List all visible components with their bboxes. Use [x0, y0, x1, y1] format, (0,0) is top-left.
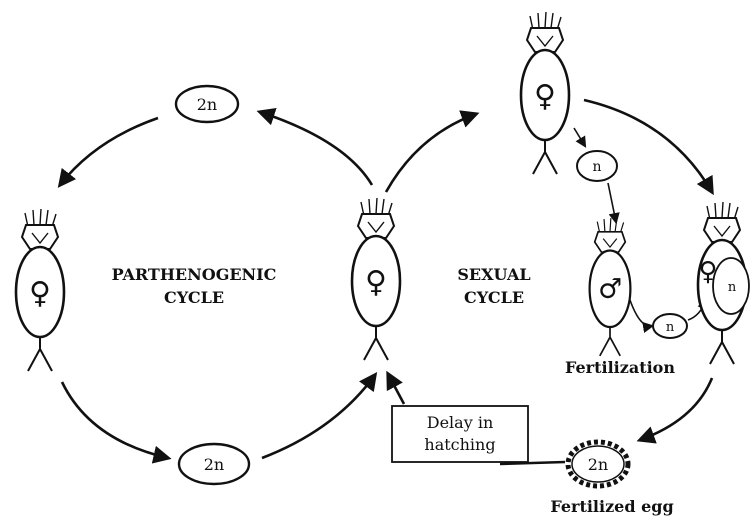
svg-text:2n: 2n	[204, 455, 224, 474]
sexual-cycle-line2: CYCLE	[464, 288, 524, 307]
top-female-symbol: ♀	[534, 79, 556, 114]
svg-text:n: n	[666, 320, 675, 335]
top-female-daphnia: ♀	[519, 10, 571, 176]
fertilized-egg: 2n	[565, 439, 631, 489]
fertilization-caption: Fertilization	[565, 358, 675, 377]
arrow-haploid-egg-to-male	[607, 182, 620, 225]
fertilized-egg-caption: Fertilized egg	[550, 497, 673, 516]
female-egg-label: n	[728, 280, 737, 295]
svg-text:2n: 2n	[197, 95, 217, 114]
male-symbol: ♂	[598, 274, 622, 305]
arrow-top-female-to-right-female	[583, 98, 714, 196]
bottom-left-egg: 2n	[177, 442, 251, 486]
parthenogenic-cycle-line2: CYCLE	[164, 288, 224, 307]
arrow-right-female-to-fertilized-egg	[636, 377, 714, 444]
delay-line1: Delay in	[427, 413, 494, 432]
parthenogenic-cycle-line1: PARTHENOGENIC	[112, 265, 277, 284]
arrow-center-female-to-top-left-egg	[256, 107, 374, 186]
svg-text:n: n	[592, 159, 601, 175]
arrow-delay-to-center-female	[386, 370, 406, 405]
haploid-egg: n	[576, 150, 618, 182]
arrow-bottom-egg-to-center-female	[261, 372, 378, 460]
arrow-top-female-to-haploid-egg	[573, 127, 587, 148]
center-female-symbol: ♀	[365, 265, 387, 300]
line-fertilized-egg-to-delay	[499, 460, 566, 466]
arrow-male-to-sperm	[629, 299, 655, 333]
sperm-cell: n	[652, 313, 688, 339]
sexual-cycle-line1: SEXUAL	[457, 265, 530, 284]
male-daphnia: ♂	[588, 217, 632, 358]
left-female-symbol: ♀	[29, 276, 51, 311]
left-female-daphnia: ♀	[14, 207, 66, 373]
arrow-center-female-to-top-female	[384, 110, 480, 193]
svg-text:2n: 2n	[588, 455, 608, 474]
delay-in-hatching-box: Delay in hatching	[391, 405, 529, 463]
top-left-egg: 2n	[174, 84, 240, 124]
arrow-left-female-to-bottom-egg	[60, 381, 172, 464]
delay-line2: hatching	[424, 435, 495, 454]
center-female-daphnia: ♀	[350, 196, 402, 362]
female-egg-sac	[712, 257, 750, 315]
right-female-daphnia: ♀ n	[696, 200, 750, 366]
arrow-top-left-egg-to-left-female	[57, 116, 159, 188]
